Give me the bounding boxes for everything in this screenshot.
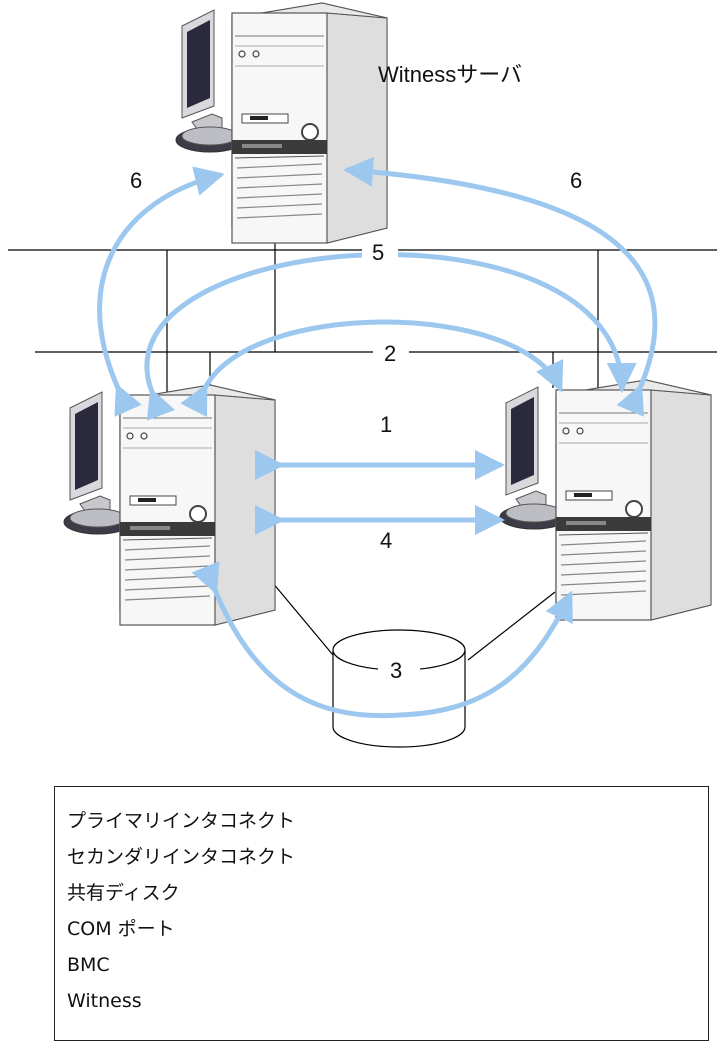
legend-box: プライマリインタコネクト セカンダリインタコネクト 共有ディスク COM ポート…	[54, 786, 709, 1041]
label-2: 2	[384, 341, 396, 366]
legend-item-1: プライマリインタコネクト	[67, 810, 296, 832]
label-4: 4	[380, 528, 392, 553]
disk-icon	[332, 629, 466, 748]
network-diagram: Witnessサーバ 6 6 5 2 1 4 3	[8, 2, 717, 748]
server-right	[499, 379, 712, 621]
legend-item-2: セカンダリインタコネクト	[67, 846, 296, 868]
label-5: 5	[372, 240, 384, 265]
label-3: 3	[390, 658, 402, 683]
arrow-disk	[191, 561, 573, 719]
server-left	[63, 384, 276, 626]
label-1: 1	[380, 412, 392, 437]
legend-item-4: COM ポート	[67, 918, 175, 940]
legend-item-5: BMC	[67, 954, 110, 976]
arrow-witness-left	[97, 166, 225, 417]
legend-item-6: Witness	[67, 990, 142, 1012]
witness-server-label: Witnessサーバ	[378, 62, 522, 87]
legend-item-3: 共有ディスク	[67, 882, 180, 904]
label-6-left: 6	[130, 168, 142, 193]
arrow-witness-right	[343, 156, 658, 417]
legend-list: プライマリインタコネクト セカンダリインタコネクト 共有ディスク COM ポート…	[67, 803, 295, 1019]
arrow-secondary	[180, 319, 564, 418]
witness-server	[175, 2, 388, 244]
label-6-right: 6	[570, 168, 582, 193]
